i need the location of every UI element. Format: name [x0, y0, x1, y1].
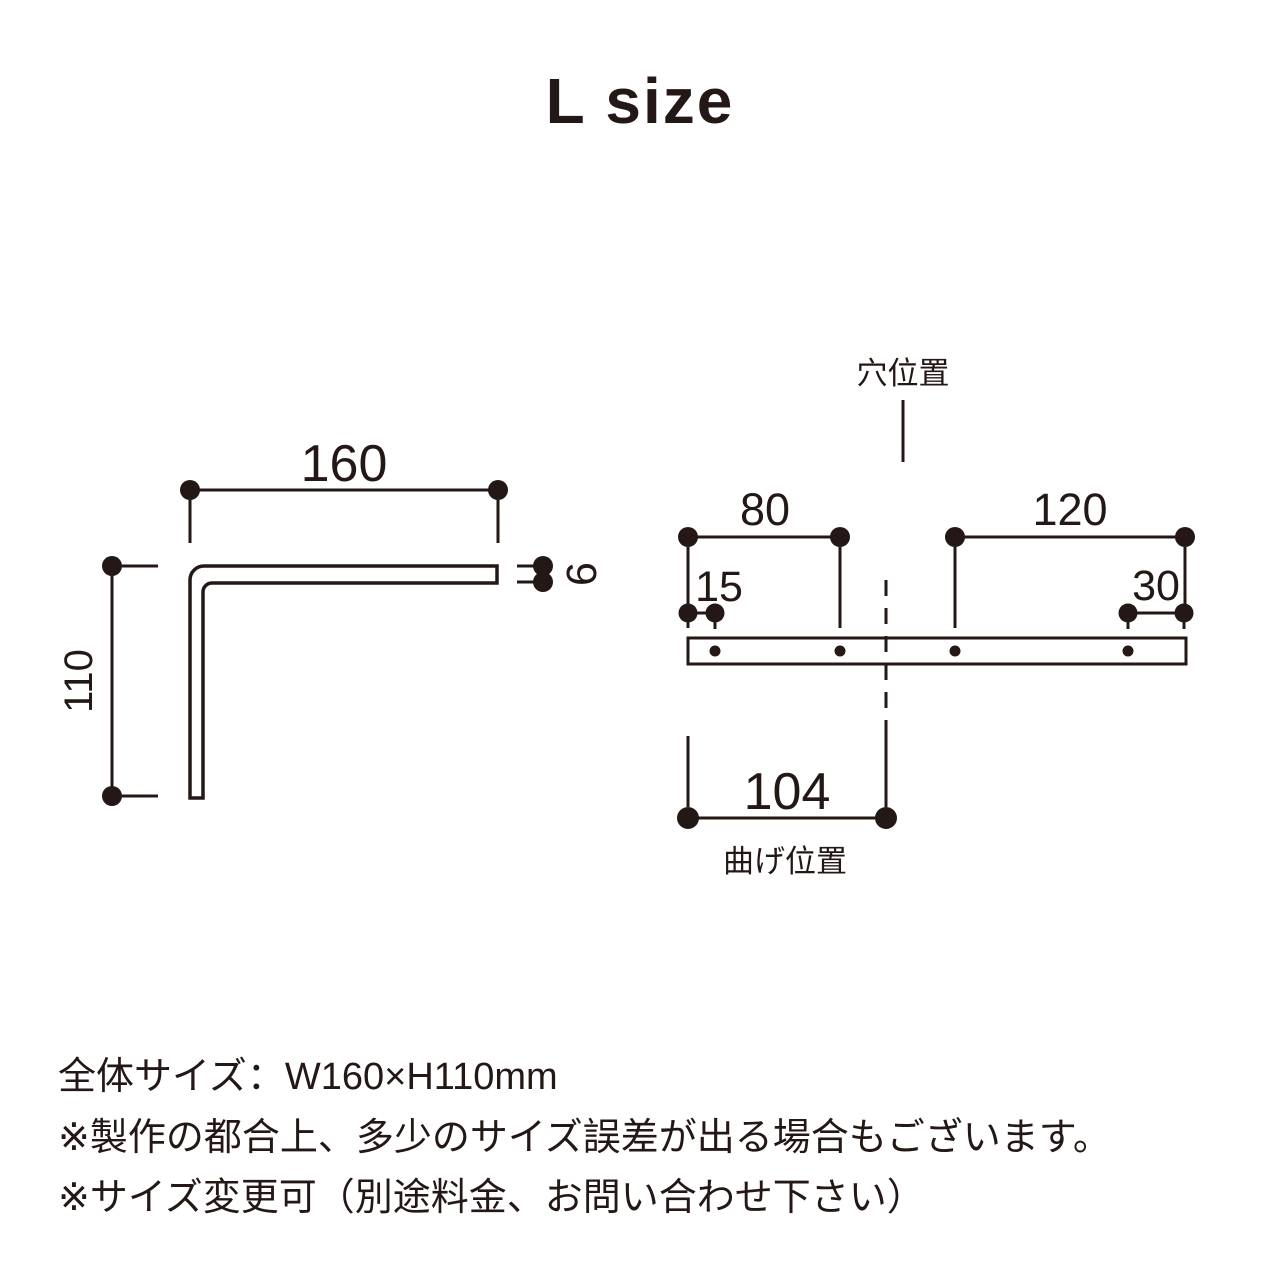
dimension-end-dot [830, 527, 850, 547]
side-width-dimension: 160 [180, 435, 508, 543]
dimension-end-dot [1175, 527, 1195, 547]
hole-position-label: 穴位置 [857, 356, 950, 391]
bend-offset-dimension: 104 [677, 731, 897, 829]
dimension-end-dot [102, 556, 122, 576]
right-hole-span-dimension: 120 [945, 484, 1195, 628]
dimension-end-dot [533, 572, 553, 592]
right-edge-offset-value: 30 [1132, 562, 1180, 610]
dimension-end-dot [180, 480, 200, 500]
bracket-profile-outline [188, 564, 499, 800]
dimension-end-dot [488, 480, 508, 500]
dimension-end-dot [533, 556, 553, 576]
dimension-end-dot [678, 527, 698, 547]
side-height-dimension: 110 [57, 556, 158, 806]
hole [709, 645, 721, 657]
left-hole-span-value: 80 [740, 484, 790, 535]
flat-strip [686, 636, 1188, 666]
hole [1122, 645, 1134, 657]
left-edge-offset-value: 15 [695, 563, 743, 611]
overall-size-note: 全体サイズ：W160×H110mm [58, 1056, 558, 1098]
dimension-end-dot [102, 786, 122, 806]
right-hole-span-value: 120 [1032, 484, 1107, 535]
dimension-end-dot [678, 603, 698, 623]
bend-position-label: 曲げ位置 [723, 844, 847, 879]
left-edge-offset-dimension: 15 [678, 563, 743, 629]
side-thickness-dimension: 6 [517, 556, 606, 592]
page-title: L size [545, 65, 735, 137]
dimension-end-dot [945, 527, 965, 547]
flat-view: 穴位置 80 120 [677, 356, 1195, 879]
side-view: 160 110 6 [57, 435, 606, 806]
tolerance-note: ※製作の都合上、多少のサイズ誤差が出る場合もございます。 [58, 1117, 1111, 1159]
resize-note: ※サイズ変更可（別途料金、お問い合わせ下さい） [58, 1177, 925, 1219]
dimension-end-dot [677, 807, 699, 829]
right-edge-offset-dimension: 30 [1118, 562, 1194, 629]
hole [949, 645, 961, 657]
bend-offset-value: 104 [744, 763, 831, 821]
dimension-end-dot [875, 807, 897, 829]
hole [834, 645, 846, 657]
thickness-dimension-value: 6 [558, 562, 606, 586]
strip-outline [686, 636, 1188, 666]
height-dimension-value: 110 [57, 649, 101, 713]
width-dimension-value: 160 [301, 435, 388, 493]
